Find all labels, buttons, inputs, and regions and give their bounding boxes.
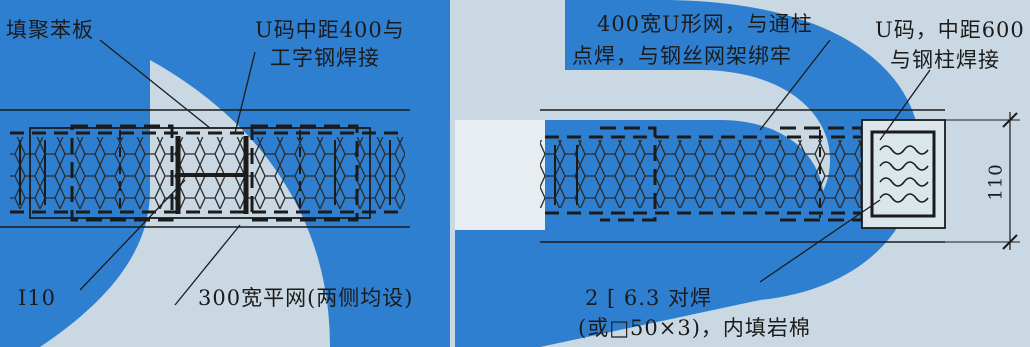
label-u-mesh-2: 点焊，与钢丝网架绑牢	[572, 44, 792, 68]
label-u-clip-left-2: 工字钢焊接	[270, 46, 380, 70]
right-wall-section	[540, 39, 1020, 283]
dimension-arrow	[945, 112, 1020, 250]
label-u-clip-right-2: 与钢柱焊接	[890, 48, 1000, 72]
dimension-label: 110	[985, 163, 1007, 201]
label-i-beam: I10	[18, 286, 57, 310]
label-u-clip-right-1: U码，中距600	[875, 18, 1025, 42]
label-u-mesh-1: 400宽U形网，与通柱	[597, 12, 813, 36]
label-u-clip-left-1: U码中距400与	[255, 18, 405, 42]
label-flat-mesh: 300宽平网(两侧均设)	[198, 286, 414, 310]
label-channel-1: 2 [ 6.3 对焊	[585, 286, 712, 310]
label-channel-2: (或□50×3)，内填岩棉	[578, 316, 811, 340]
label-foam-fill: 填聚苯板	[6, 18, 94, 42]
left-wall-section	[0, 39, 410, 306]
